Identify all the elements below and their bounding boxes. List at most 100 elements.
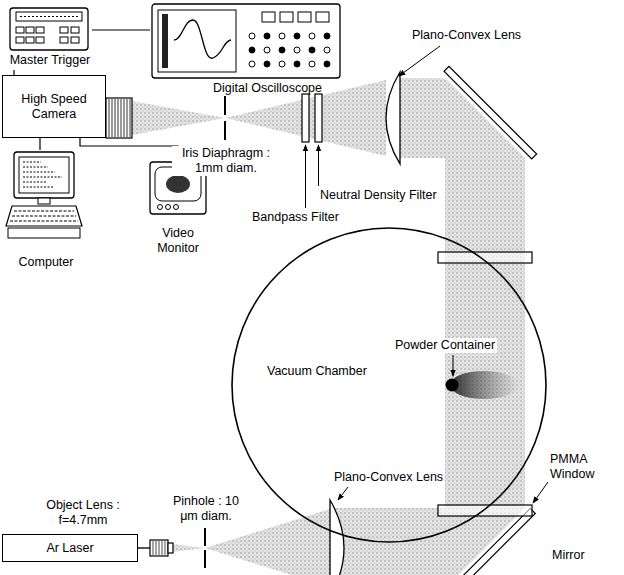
- oscilloscope-icon: [158, 10, 236, 72]
- light-beam: [132, 78, 525, 575]
- trigger-icon: [10, 8, 88, 50]
- oscilloscope-icon: [280, 12, 293, 22]
- object-lens: [168, 543, 173, 553]
- plano-convex-lens: [330, 72, 400, 575]
- leader-line: [338, 487, 348, 500]
- oscilloscope-icon: [298, 12, 311, 22]
- computer-icon: [23, 187, 54, 188]
- computer-icon: [23, 172, 55, 173]
- pinhole: [204, 528, 206, 546]
- trigger-icon: [16, 27, 79, 43]
- oscilloscope-icon: [162, 14, 168, 68]
- light-beam: [172, 544, 205, 552]
- camera-lens: [112, 99, 113, 137]
- mirror: [445, 508, 535, 575]
- part-label: Plano-Convex Lens: [332, 470, 445, 485]
- node-label: Ar Laser: [46, 541, 93, 556]
- pinhole: [204, 550, 206, 568]
- computer-icon: [23, 167, 48, 168]
- object-lens: [165, 541, 166, 555]
- trigger-icon: [20, 16, 78, 17]
- camera-lens: [106, 98, 132, 138]
- oscilloscope-icon: [249, 47, 255, 53]
- mirror: [445, 508, 535, 575]
- computer-icon: [23, 177, 62, 178]
- filters: [302, 94, 309, 142]
- camera-lens: [115, 99, 116, 137]
- powder-plume: [446, 379, 459, 392]
- pinhole: [205, 528, 206, 568]
- oscilloscope-icon: [309, 61, 315, 67]
- iris-diaphragm: [225, 96, 226, 140]
- leader-line: [318, 145, 319, 186]
- trigger-icon: [26, 37, 34, 43]
- computer-icon: [10, 221, 78, 222]
- video-monitor-icon: [166, 175, 190, 193]
- part-label: Bandpass Filter: [250, 210, 341, 225]
- oscilloscope-icon: [279, 47, 285, 53]
- leader-line: [399, 46, 440, 76]
- leader-line: [453, 355, 454, 376]
- oscilloscope-icon: [264, 33, 270, 39]
- computer: Computer: [4, 150, 88, 272]
- camera-lens: [118, 99, 119, 137]
- oscilloscope: Digital Oscilloscope: [150, 2, 345, 98]
- mirror: [444, 66, 537, 159]
- node-label: High Speed Camera: [9, 92, 99, 122]
- plano-convex-lens: [386, 72, 400, 164]
- oscilloscope-icon: [262, 12, 275, 22]
- oscilloscope-icon: [324, 47, 330, 53]
- trigger-icon: [60, 37, 68, 43]
- object-lens: [153, 541, 165, 555]
- oscilloscope-icon: [279, 33, 285, 39]
- laser-box: Ar Laser: [2, 534, 138, 562]
- trigger-icon: [71, 37, 79, 43]
- part-label: Neutral Density Filter: [318, 188, 439, 203]
- part-label: Mirror: [550, 548, 587, 563]
- camera-lens: [106, 98, 132, 138]
- leader-line: [533, 482, 548, 503]
- video-monitor-icon: [166, 205, 171, 210]
- iris-diaphragm: [224, 121, 226, 140]
- part-label: Iris Diaphragm : 1mm diam.: [172, 146, 280, 176]
- trigger-icon: [16, 27, 24, 33]
- object-lens: [150, 540, 173, 556]
- computer-icon: [23, 162, 41, 163]
- computer-icon: [38, 198, 50, 204]
- object-lens: [153, 541, 154, 555]
- mirror: [444, 66, 537, 575]
- oscilloscope-icon: [249, 12, 330, 67]
- mirror: [444, 66, 537, 159]
- powder-plume: [446, 371, 519, 399]
- oscilloscope-icon: [309, 47, 315, 53]
- oscilloscope-icon: [264, 47, 270, 53]
- trigger-icon: [26, 27, 34, 33]
- object-lens: [156, 541, 157, 555]
- video-monitor-icon: [174, 205, 179, 210]
- oscilloscope-icon: [279, 61, 285, 67]
- camera-lens: [121, 99, 122, 137]
- oscilloscope-icon: [294, 61, 300, 67]
- oscilloscope-icon: [316, 12, 329, 22]
- light-beam: [132, 101, 225, 135]
- camera-lens: [130, 99, 131, 137]
- signal-cable: [39, 138, 40, 150]
- computer-icon: [23, 162, 62, 187]
- leader-line: [306, 46, 549, 503]
- camera-lens: [109, 99, 110, 137]
- signal-cable: [80, 138, 178, 158]
- node-label: Video Monitor: [144, 226, 212, 256]
- part-label: Pinhole : 10 μm diam.: [166, 494, 246, 524]
- video-monitor-icon: [158, 205, 163, 210]
- oscilloscope-icon: [249, 61, 255, 67]
- part-label: PMMA Window: [548, 452, 604, 482]
- signal-cable: [92, 29, 150, 30]
- plano-convex-lens: [330, 500, 344, 575]
- computer-icon: [14, 152, 74, 198]
- filters: [302, 94, 322, 142]
- oscilloscope-icon: [152, 4, 340, 78]
- trigger-icon: [10, 8, 88, 50]
- computer-icon: [19, 157, 69, 193]
- pmma-window: [438, 252, 532, 516]
- trigger-unit: Master Trigger: [8, 6, 92, 70]
